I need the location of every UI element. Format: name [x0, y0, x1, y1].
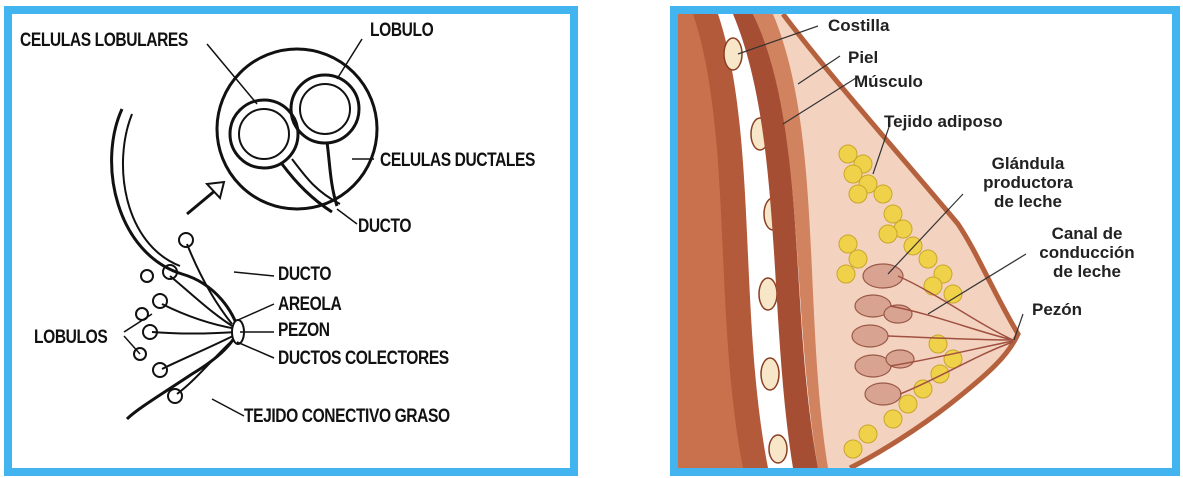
- label-piel: Piel: [848, 48, 878, 67]
- label-canal-line-2: conducción: [1022, 243, 1152, 262]
- label-pezon: Pezón: [1032, 300, 1082, 319]
- label-areola: AREOLA: [278, 294, 341, 316]
- label-glandula-line-2: productora: [968, 173, 1088, 192]
- label-tejido-adiposo: Tejido adiposo: [884, 112, 1003, 131]
- label-lobulos: LOBULOS: [34, 327, 107, 349]
- label-tejido-conectivo-graso: TEJIDO CONECTIVO GRASO: [244, 406, 450, 428]
- label-canal-line-1: Canal de: [1022, 224, 1152, 243]
- label-musculo: Músculo: [854, 72, 923, 91]
- left-diagram-panel: CELULAS LOBULARES LOBULO CELULAS DUCTALE…: [4, 6, 578, 476]
- breast-lobule-line-drawing: [12, 14, 570, 468]
- label-costilla: Costilla: [828, 16, 889, 35]
- label-glandula-productora: Glándula productora de leche: [968, 154, 1088, 211]
- label-canal-line-3: de leche: [1022, 262, 1152, 281]
- label-glandula-line-1: Glándula: [968, 154, 1088, 173]
- label-ductos-colectores: DUCTOS COLECTORES: [278, 348, 449, 370]
- label-glandula-line-3: de leche: [968, 192, 1088, 211]
- right-diagram-panel: Costilla Piel Músculo Tejido adiposo Glá…: [670, 6, 1180, 476]
- label-ducto-magnified: DUCTO: [358, 216, 411, 238]
- label-celulas-ductales: CELULAS DUCTALES: [380, 150, 535, 172]
- label-ducto: DUCTO: [278, 264, 331, 286]
- label-lobulo: LOBULO: [370, 20, 433, 42]
- label-canal-conduccion: Canal de conducción de leche: [1022, 224, 1152, 281]
- label-pezon: PEZON: [278, 320, 330, 342]
- label-celulas-lobulares: CELULAS LOBULARES: [20, 30, 188, 52]
